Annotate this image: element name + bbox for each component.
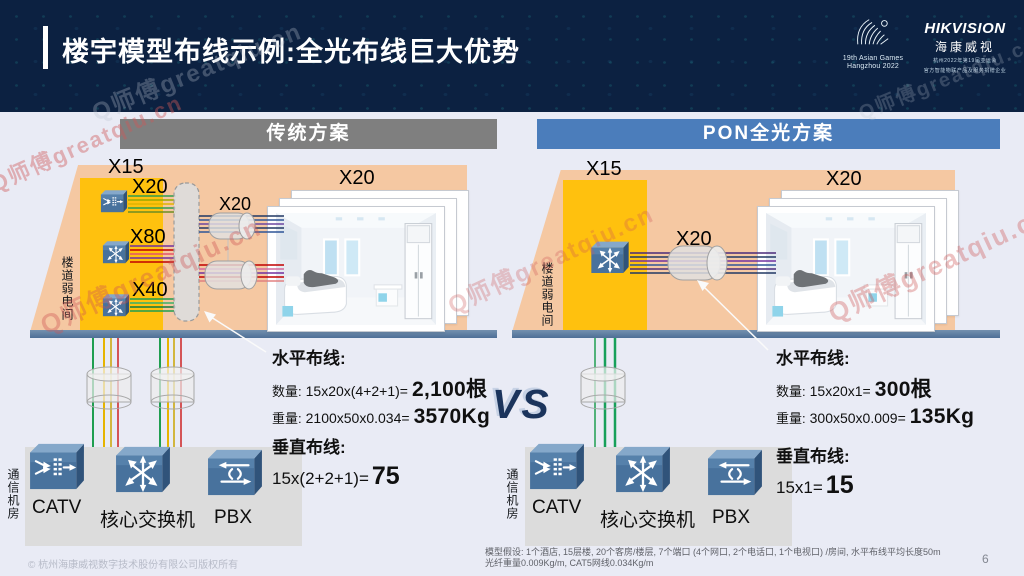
left-catv-label: CATV <box>32 497 82 518</box>
left-x20-mid-label: X20 <box>219 194 252 214</box>
vertical-cabling-title: 垂直布线: <box>272 438 346 457</box>
page-title: 楼宇模型布线示例:全光布线巨大优势 <box>62 37 520 67</box>
asian-games-logo: 19th Asian Games Hangzhou 2022 <box>836 12 910 71</box>
right-catv-label: CATV <box>532 497 582 518</box>
left-room-card <box>267 206 445 332</box>
vertical-formula: 15x(2+2+1)= <box>272 469 369 488</box>
right-core-switch-device-icon <box>614 444 672 494</box>
hikvision-logo: HIKVISION 海康威视 杭州2022年第19届亚运会 官方智能物联产品及服… <box>914 20 1016 74</box>
left-x20-top-label: X20 <box>132 176 168 198</box>
left-switch-x40-icon <box>102 292 130 318</box>
asian-games-emblem-icon <box>847 12 899 50</box>
vs-text: VS <box>492 381 551 427</box>
page-number: 6 <box>982 552 989 566</box>
right-x15-label: X15 <box>586 158 622 180</box>
vertical-cabling-title: 垂直布线: <box>776 447 850 466</box>
quantity-value: 300根 <box>874 378 932 401</box>
right-x20-room-label: X20 <box>826 168 862 190</box>
left-x40-label: X40 <box>132 279 168 301</box>
asian-games-text-line1: 19th Asian Games <box>842 55 904 62</box>
copyright-text: © 杭州海康威视数字技术股份有限公司版权所有 <box>28 560 239 571</box>
left-corridor-label: 楼道弱电间 <box>60 256 74 321</box>
weight-value: 135Kg <box>909 405 975 428</box>
weight-value: 3570Kg <box>413 405 491 428</box>
traditional-solution-header: 传统方案 <box>120 119 497 149</box>
left-x15-label: X15 <box>108 156 144 178</box>
quantity-value: 2,100根 <box>411 378 488 401</box>
quantity-label: 数量: <box>272 384 302 399</box>
note-line-1: 模型假设: 1个酒店, 15层楼, 20个客房/楼层, 7个端口 (4个网口, … <box>485 547 941 557</box>
asian-games-text-line2: Hangzhou 2022 <box>846 63 900 70</box>
left-core-switch-device-icon <box>114 444 172 494</box>
slide-header: 楼宇模型布线示例:全光布线巨大优势 19th Asian Games Hangz… <box>0 0 1024 112</box>
hotel-room-image <box>276 213 436 325</box>
right-catv-device-icon <box>528 441 586 491</box>
left-x20-room-label: X20 <box>339 167 375 189</box>
right-core-switch-label: 核心交换机 <box>600 510 696 531</box>
pon-stats-block: 水平布线: 数量: 15x20x1= 300根 重量: 300x50x0.009… <box>776 344 974 500</box>
left-switch-x80-icon <box>102 239 130 265</box>
left-pbx-label: PBX <box>214 507 253 528</box>
vertical-value: 75 <box>371 462 400 490</box>
left-x80-label: X80 <box>130 226 166 248</box>
note-line-2: 光纤重量0.009Kg/m, CAT5网线0.034Kg/m <box>485 558 654 568</box>
weight-label: 重量: <box>776 411 806 426</box>
weight-formula: 2100x50x0.034= <box>305 410 410 426</box>
right-machine-room-label: 通信机房 <box>505 468 519 520</box>
weight-label: 重量: <box>272 411 302 426</box>
left-catv-device-icon <box>28 441 86 491</box>
model-assumptions-note: 模型假设: 1个酒店, 15层楼, 20个客房/楼层, 7个端口 (4个网口, … <box>485 547 955 569</box>
hotel-room-image <box>766 213 926 325</box>
right-corridor-label: 楼道弱电间 <box>540 262 554 327</box>
quantity-formula: 15x20x1= <box>809 383 871 399</box>
quantity-formula: 15x20x(4+2+1)= <box>305 383 408 399</box>
hikvision-chinese-name: 海康威视 <box>934 40 995 54</box>
right-pbx-device-icon <box>706 447 764 497</box>
right-pbx-label: PBX <box>712 507 751 528</box>
horizontal-cabling-title: 水平布线: <box>272 349 346 368</box>
right-olt-switch-icon <box>590 238 630 276</box>
hikvision-wordmark: HIKVISION <box>924 20 1006 37</box>
traditional-stats-block: 水平布线: 数量: 15x20x(4+2+1)= 2,100根 重量: 2100… <box>272 344 490 491</box>
vertical-formula: 15x1= <box>776 478 823 497</box>
right-x20-mid-label: X20 <box>676 228 712 250</box>
left-machine-room-label: 通信机房 <box>6 468 20 520</box>
horizontal-cabling-title: 水平布线: <box>776 349 850 368</box>
title-accent-bar <box>43 26 48 69</box>
left-switch-x20-icon <box>100 188 128 214</box>
vertical-value: 15 <box>825 471 854 499</box>
hikvision-tagline-2: 官方智能物联产品及服务捐赠企业 <box>923 67 1007 74</box>
left-core-switch-label: 核心交换机 <box>100 510 196 531</box>
right-room-card <box>757 206 935 332</box>
left-pbx-device-icon <box>206 447 264 497</box>
weight-formula: 300x50x0.009= <box>809 410 906 426</box>
pon-solution-header: PON全光方案 <box>537 119 1000 149</box>
hikvision-tagline-1: 杭州2022年第19届亚运会 <box>933 58 997 64</box>
quantity-label: 数量: <box>776 384 806 399</box>
